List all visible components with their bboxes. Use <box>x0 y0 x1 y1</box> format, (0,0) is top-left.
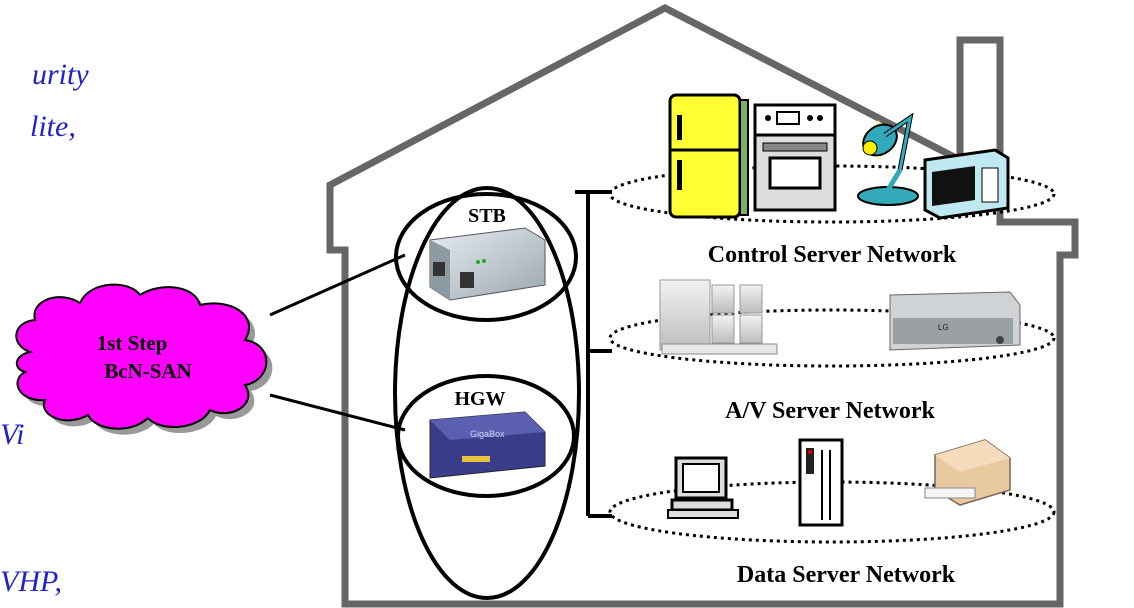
cloud-label-line1: 1st Step <box>97 331 168 355</box>
refrigerator-icon <box>668 93 749 219</box>
left-text-fragment-4: VHP, <box>0 565 62 598</box>
av-network-label: A/V Server Network <box>725 398 935 424</box>
computer-icon <box>667 456 739 519</box>
left-text-fragment-2: lite, <box>30 110 76 143</box>
printer-icon <box>924 439 1011 506</box>
stb-device-image <box>429 227 546 301</box>
home-theater-icon <box>659 279 778 355</box>
server-icon <box>798 438 844 527</box>
svg-text:GigaBox: GigaBox <box>470 429 505 439</box>
svg-text:LG: LG <box>938 323 949 332</box>
link-cloud-hgw <box>269 393 406 432</box>
dvd-player-icon: LG <box>889 291 1021 351</box>
house-outline <box>326 4 1079 608</box>
cloud-bcn-san <box>15 283 273 435</box>
microwave-icon <box>923 148 1010 220</box>
link-cloud-stb <box>269 253 406 317</box>
av-network-ring <box>608 308 1056 368</box>
left-text-fragment-1: urity <box>32 58 89 91</box>
cloud-label-line2: BcN-SAN <box>104 359 192 383</box>
stb-ellipse <box>394 192 578 322</box>
hgw-label: HGW <box>454 388 505 410</box>
left-text-fragment-3: Vi <box>0 418 25 451</box>
hgw-ellipse <box>396 374 576 498</box>
stb-label: STB <box>468 205 506 227</box>
lamp-icon <box>857 112 919 206</box>
data-network-ring <box>608 480 1056 544</box>
device-group-ellipse <box>393 186 581 600</box>
data-network-label: Data Server Network <box>737 562 956 588</box>
control-network-label: Control Server Network <box>708 242 957 268</box>
stove-icon <box>753 103 837 212</box>
hgw-device-image: GigaBox <box>429 411 546 479</box>
